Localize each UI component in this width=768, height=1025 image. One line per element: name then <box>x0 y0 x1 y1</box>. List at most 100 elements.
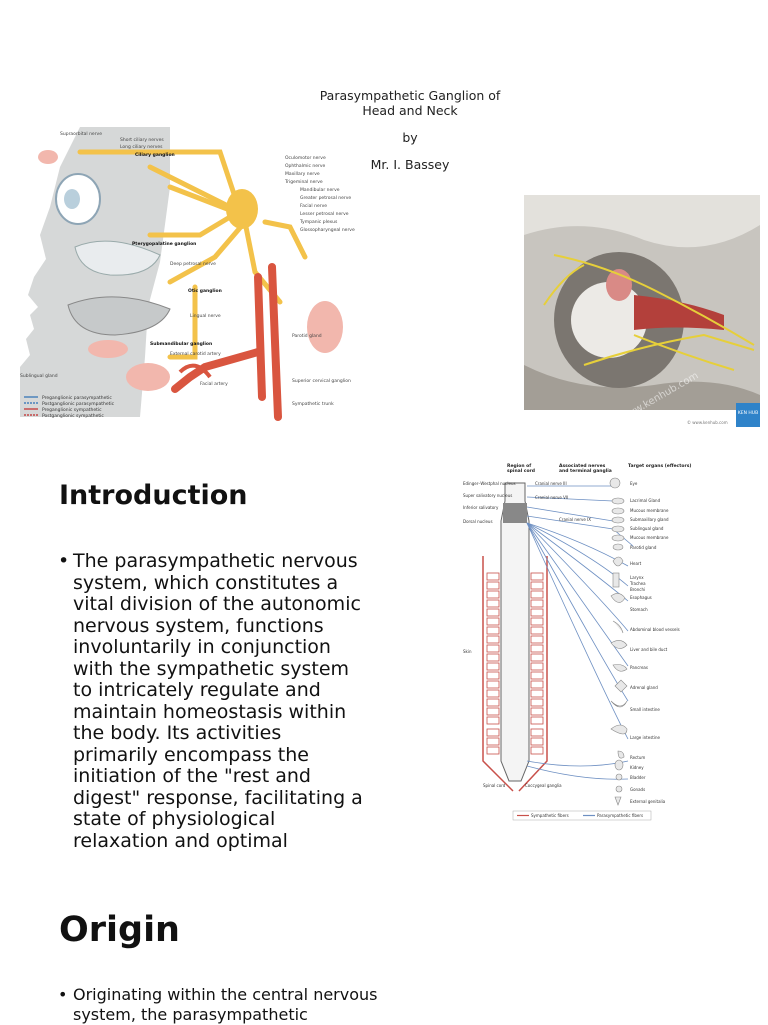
svg-text:Glossopharyngeal nerve: Glossopharyngeal nerve <box>300 227 355 233</box>
svg-text:Postganglionic sympathetic: Postganglionic sympathetic <box>42 413 104 419</box>
eye-muscle <box>634 295 724 330</box>
carotid-arteries <box>171 263 282 421</box>
svg-text:Pancreas: Pancreas <box>630 665 648 670</box>
introduction-body: • The parasympathetic nervous system, wh… <box>58 551 368 863</box>
svg-text:Maxillary nerve: Maxillary nerve <box>285 171 320 177</box>
svg-text:Cranial nerve IX: Cranial nerve IX <box>559 517 591 522</box>
svg-text:Trigeminal nerve: Trigeminal nerve <box>284 179 323 185</box>
target-organ-labels: Eye Lacrimal Gland Mucous membrane Subma… <box>629 481 680 804</box>
svg-text:Lingual nerve: Lingual nerve <box>190 313 221 319</box>
svg-text:Abdominal blood vessels: Abdominal blood vessels <box>630 627 680 632</box>
brainstem-segment <box>503 503 527 523</box>
kenhub-logo-text: KEN HUB <box>738 410 758 416</box>
svg-text:Eye: Eye <box>630 481 638 486</box>
svg-text:Short ciliary nerves: Short ciliary nerves <box>120 137 164 143</box>
author-name: Mr. I. Bassey <box>370 157 450 172</box>
head-diagram-legend: Preganglionic parasympathetic Postgangli… <box>24 395 115 419</box>
sympathetic-chains <box>482 556 548 792</box>
introduction-heading: Introduction <box>59 480 248 511</box>
svg-text:Ophthalmic nerve: Ophthalmic nerve <box>285 163 326 169</box>
trigeminal-ganglion <box>226 189 258 229</box>
svg-text:Otic ganglion: Otic ganglion <box>188 288 222 294</box>
svg-text:Pterygopalatine ganglion: Pterygopalatine ganglion <box>132 241 196 247</box>
svg-text:Adrenal gland: Adrenal gland <box>630 685 658 690</box>
facial-artery <box>178 363 212 379</box>
orbit-illustration: © www.kenhub.com KEN HUB © www.kenhub.co… <box>524 195 760 427</box>
spinal-cord <box>500 482 530 782</box>
svg-text:Large intestine: Large intestine <box>630 735 661 740</box>
svg-text:Lesser petrosal nerve: Lesser petrosal nerve <box>300 211 349 217</box>
svg-text:Long ciliary nerves: Long ciliary nerves <box>120 144 163 150</box>
nasal-cavity <box>74 240 161 276</box>
svg-text:Target organs (effectors): Target organs (effectors) <box>628 463 691 469</box>
svg-text:Submandibular ganglion: Submandibular ganglion <box>150 341 212 347</box>
svg-text:Supraorbital nerve: Supraorbital nerve <box>60 131 102 137</box>
svg-text:Ciliary ganglion: Ciliary ganglion <box>135 152 175 158</box>
sublingual-gland <box>88 340 128 358</box>
svg-text:Parasympathetic fibers: Parasympathetic fibers <box>597 813 643 818</box>
svg-text:Sublingual gland: Sublingual gland <box>20 373 58 379</box>
origin-body: • Originating within the central nervous… <box>58 985 378 1025</box>
spine-segments <box>486 572 544 755</box>
svg-text:Rectum: Rectum <box>630 755 645 760</box>
spine-legend: Sympathetic fibers Parasympathetic fiber… <box>512 810 652 821</box>
introduction-text: The parasympathetic nervous system, whic… <box>73 551 363 852</box>
svg-text:Superior cervical ganglion: Superior cervical ganglion <box>292 378 351 384</box>
by-label: by <box>402 130 418 145</box>
target-organ-icons <box>609 477 628 806</box>
submandibular-gland <box>126 363 170 391</box>
bullet-mark: • <box>58 551 70 572</box>
svg-text:Associated nerves: Associated nerves <box>559 463 606 469</box>
document-title: Parasympathetic Ganglion of Head and Nec… <box>300 88 520 172</box>
svg-text:Inferior salivatory: Inferior salivatory <box>463 505 499 510</box>
svg-text:Mucous membrane: Mucous membrane <box>630 508 669 513</box>
lacrimal-gland <box>38 150 58 164</box>
svg-text:Gonads: Gonads <box>630 787 645 792</box>
origin-bullet: • Originating within the central nervous… <box>58 985 378 1025</box>
svg-text:External carotid artery: External carotid artery <box>170 351 221 357</box>
svg-text:Bladder: Bladder <box>630 775 646 780</box>
svg-text:Preganglionic sympathetic: Preganglionic sympathetic <box>42 407 102 413</box>
head-neck-diagram: Supraorbital nerve Short ciliary nerves … <box>20 127 365 425</box>
svg-text:Sublingual gland: Sublingual gland <box>630 526 664 531</box>
svg-text:Preganglionic parasympathetic: Preganglionic parasympathetic <box>42 395 112 401</box>
svg-text:Skin: Skin <box>463 649 472 654</box>
parotid-gland <box>307 301 343 353</box>
svg-text:Mucous membrane: Mucous membrane <box>630 535 669 540</box>
nucleus-labels: Edinger–Westphal nucleus Super salivator… <box>463 481 591 788</box>
svg-text:Parotid gland: Parotid gland <box>630 545 657 550</box>
kenhub-logo <box>736 403 760 427</box>
svg-text:Edinger–Westphal nucleus: Edinger–Westphal nucleus <box>463 481 516 486</box>
introduction-bullet: • The parasympathetic nervous system, wh… <box>58 551 368 852</box>
origin-text: Originating within the central nervous s… <box>73 985 378 1024</box>
head-diagram-labels: Supraorbital nerve Short ciliary nerves … <box>20 131 355 407</box>
svg-text:spinal cord: spinal cord <box>507 468 535 474</box>
eye-iris <box>64 189 80 209</box>
svg-text:Coccygeal ganglia: Coccygeal ganglia <box>525 783 562 788</box>
svg-text:Trachea: Trachea <box>629 581 646 586</box>
svg-text:Deep petrosal nerve: Deep petrosal nerve <box>170 261 216 267</box>
title-line-1: Parasympathetic Ganglion of <box>319 88 501 103</box>
svg-text:Sympathetic trunk: Sympathetic trunk <box>292 401 334 407</box>
svg-text:Facial nerve: Facial nerve <box>300 203 327 209</box>
orbit-illustration-svg: © www.kenhub.com KEN HUB © www.kenhub.co… <box>524 195 760 427</box>
svg-text:Facial artery: Facial artery <box>200 381 228 387</box>
svg-text:Sympathetic fibers: Sympathetic fibers <box>531 813 569 818</box>
svg-text:Kidney: Kidney <box>630 765 644 770</box>
svg-text:Oculomotor nerve: Oculomotor nerve <box>285 155 326 161</box>
svg-text:Small intestine: Small intestine <box>630 707 660 712</box>
svg-text:Greater petrosal nerve: Greater petrosal nerve <box>300 195 351 201</box>
svg-text:Tympanic plexus: Tympanic plexus <box>299 219 338 225</box>
svg-text:Postganglionic parasympathetic: Postganglionic parasympathetic <box>42 401 115 407</box>
orbit-nerves <box>543 254 755 371</box>
tongue-palate <box>67 296 171 336</box>
svg-text:Parotid gland: Parotid gland <box>292 333 322 339</box>
eyeball <box>571 282 647 358</box>
title-line-2: Head and Neck <box>362 103 458 118</box>
svg-text:Esophagus: Esophagus <box>630 595 652 600</box>
svg-text:Liver and bile duct: Liver and bile duct <box>630 647 668 652</box>
svg-text:Bronchi: Bronchi <box>630 587 645 592</box>
svg-text:Dorsal nucleus: Dorsal nucleus <box>463 519 493 524</box>
